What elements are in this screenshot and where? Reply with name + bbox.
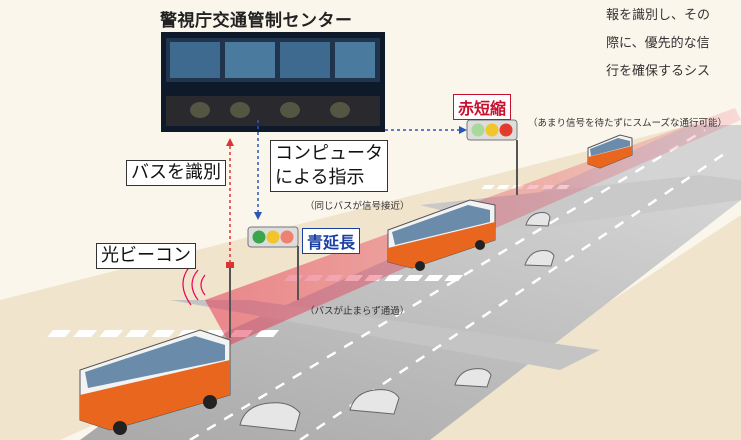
signal-red-shorten	[466, 119, 518, 195]
bus-approach-note: （同じバスが信号接近）	[305, 201, 410, 212]
control-center-photo	[161, 32, 385, 132]
arrow-right-head	[459, 126, 467, 134]
optical-beacon-label: 光ビーコン	[96, 243, 196, 269]
bus-mid	[387, 199, 496, 271]
signal-green-extend	[247, 226, 299, 300]
bus-identify-label: バスを識別	[126, 160, 226, 186]
green-extend-label: 青延長	[302, 228, 361, 254]
red-shorten-label: 赤短縮	[453, 94, 512, 120]
computer-instruction-line-2: による指示	[275, 167, 365, 188]
body-text-line-3: 行を確保するシス	[606, 64, 711, 79]
bus-far	[587, 134, 633, 169]
body-text-line-2: 際に、優先的な信	[606, 36, 710, 51]
arrow-down-head	[254, 212, 262, 220]
bus-pass-note: （バスが止まらず通過）	[305, 306, 410, 317]
arrow-up-head	[226, 138, 234, 146]
cars	[239, 212, 555, 432]
instruction-arrows	[257, 120, 465, 218]
body-text-line-1: 報を識別し、その	[606, 8, 711, 23]
computer-instruction-line-1: コンピュータ	[275, 143, 383, 164]
page-title: 警視庁交通管制センター	[160, 11, 353, 31]
computer-instruction-label: コンピュータ による指示	[270, 140, 388, 192]
bus-front	[79, 329, 231, 435]
smooth-passage-note: （あまり信号を待たずにスムーズな通行可能）	[528, 118, 728, 129]
